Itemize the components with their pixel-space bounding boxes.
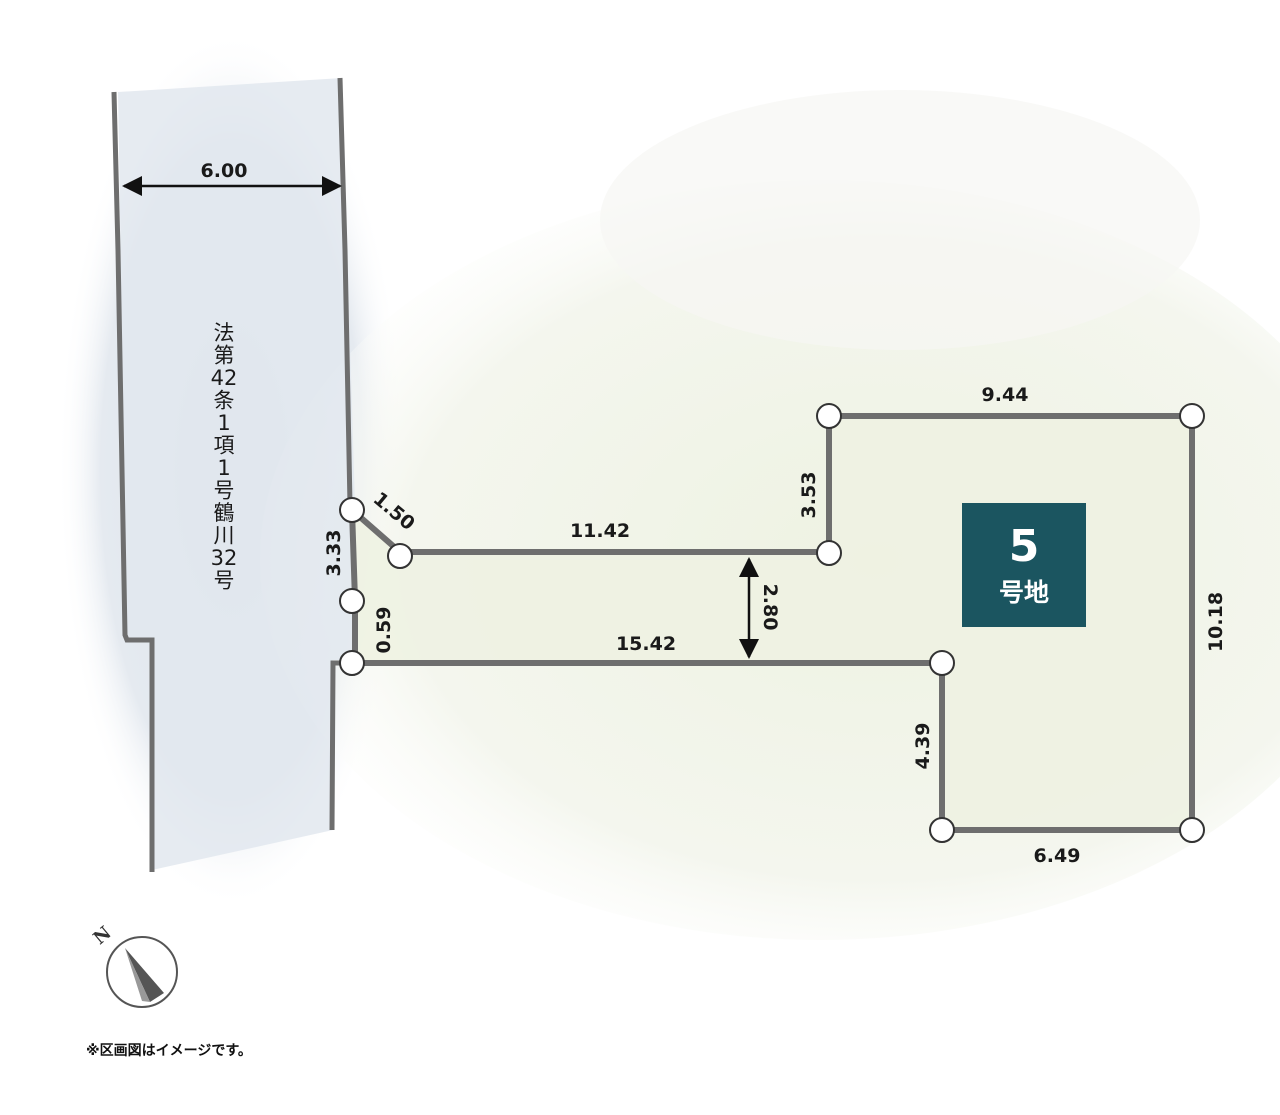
road-left-edge: [111, 91, 155, 872]
boundary-marker: [1179, 817, 1205, 843]
boundary-marker: [929, 817, 955, 843]
dim-access-bottom: 15.42: [616, 633, 676, 655]
boundary-markers: [339, 403, 1205, 843]
north-compass-icon: N: [89, 922, 178, 1008]
road-label-char: 項: [214, 434, 235, 458]
north-letter: N: [89, 922, 115, 949]
boundary-marker: [339, 650, 365, 676]
road-label-char: 法: [214, 321, 235, 345]
dim-bottom: 6.49: [1034, 845, 1081, 867]
boundary-marker: [929, 650, 955, 676]
road-label-char: 1: [217, 456, 230, 480]
boundary-marker: [339, 497, 365, 523]
dim-access-width: 2.80: [759, 584, 781, 631]
road-label-char: 号: [214, 569, 235, 593]
dim-right: 10.18: [1205, 592, 1227, 652]
boundary-marker: [339, 588, 365, 614]
boundary-marker: [816, 540, 842, 566]
road-label-char: 32: [211, 546, 238, 570]
lot-badge: 5 号地: [962, 503, 1086, 627]
road-label-char: 第: [214, 344, 235, 368]
road-width-label: 6.00: [201, 160, 248, 182]
road-label-char: 1: [217, 411, 230, 435]
dim-notch-vertical: 3.53: [798, 472, 820, 519]
road-label-char: 号: [214, 479, 235, 503]
dim-top: 9.44: [982, 384, 1029, 406]
boundary-marker: [816, 403, 842, 429]
lot-caption: 号地: [999, 578, 1049, 607]
road-area: [118, 78, 355, 870]
lot-badge-box: [962, 503, 1086, 627]
dim-access-top: 11.42: [570, 520, 630, 542]
boundary-marker: [1179, 403, 1205, 429]
dim-lower-left: 4.39: [912, 723, 934, 770]
road-label-char: 川: [214, 524, 235, 548]
road-right-edge: [337, 77, 353, 506]
road-label-char: 鶴: [214, 501, 235, 525]
upper-shading: [600, 90, 1200, 350]
road-label-char: 条: [214, 389, 235, 413]
boundary-marker: [387, 543, 413, 569]
dim-entrance-height: 3.33: [323, 530, 345, 577]
dim-entrance-small: 0.59: [373, 607, 395, 654]
lot-number: 5: [1009, 521, 1040, 572]
disclaimer-note: ※区画図はイメージです。: [86, 1043, 252, 1059]
road-label-char: 42: [211, 366, 238, 390]
